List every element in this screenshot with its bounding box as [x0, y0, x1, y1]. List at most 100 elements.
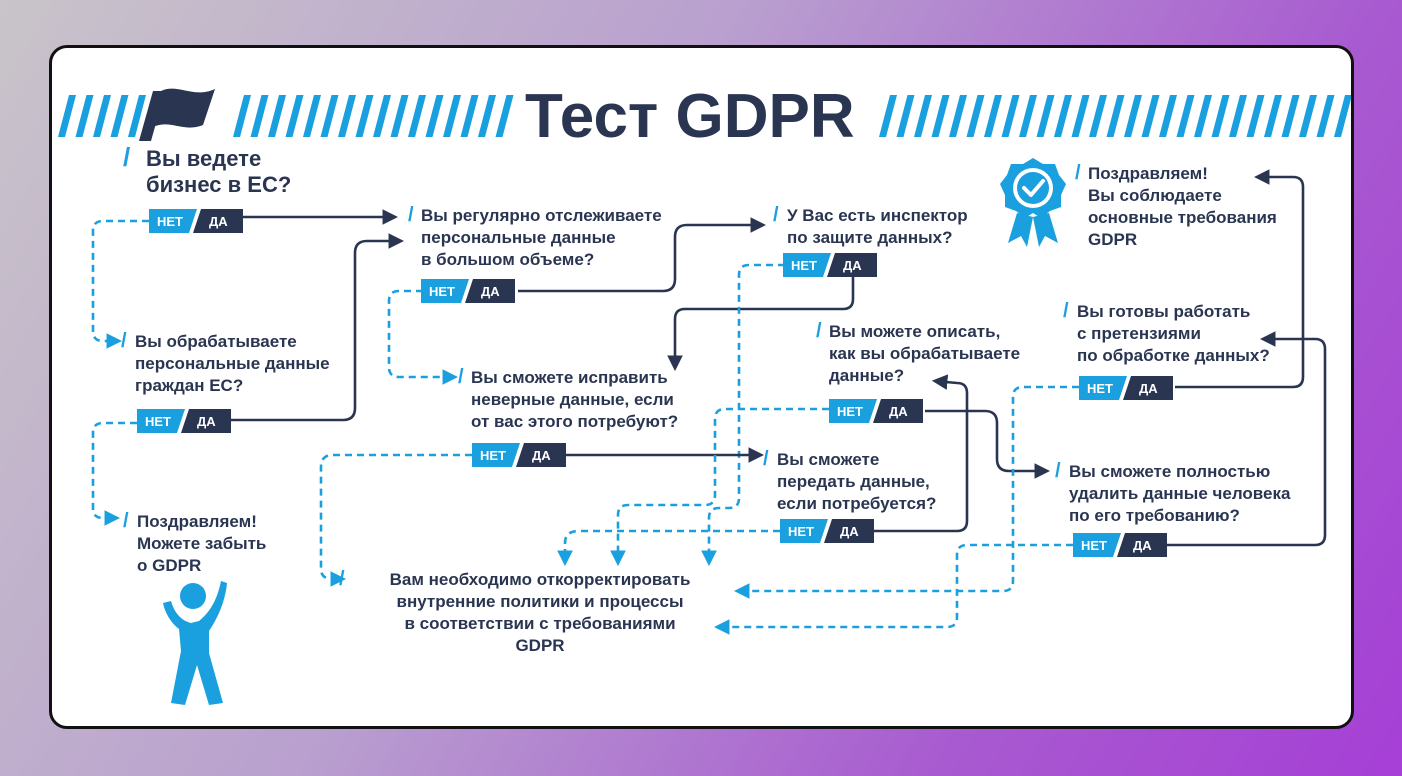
slash-marker: /: [1075, 162, 1081, 184]
node-q6: /Вы можете описать,как вы обрабатываетед…: [816, 320, 1020, 385]
q2-yes-button[interactable]: ДА: [181, 409, 231, 433]
q8-no-label: НЕТ: [1087, 381, 1113, 396]
q3-no-label: НЕТ: [429, 284, 455, 299]
node-q7-line-3: если потребуется?: [777, 494, 936, 513]
answer-pair-q1: НЕТ ДА: [149, 209, 243, 233]
q9-yes-button[interactable]: ДА: [1117, 533, 1167, 557]
stripe: [1036, 95, 1055, 137]
q5-no-label: НЕТ: [480, 448, 506, 463]
node-q6-line-3: данные?: [829, 366, 904, 385]
node-success-line-2: Вы соблюдаете: [1088, 186, 1222, 205]
stripe: [233, 95, 251, 137]
slash-marker: /: [121, 330, 127, 352]
q8-yes-label: ДА: [1139, 381, 1158, 396]
slash-marker: /: [123, 142, 130, 172]
title-stripes-right: [879, 95, 1351, 137]
q6-yes-label: ДА: [889, 404, 908, 419]
slash-marker: /: [1055, 460, 1061, 482]
q9-no-button[interactable]: НЕТ: [1073, 533, 1121, 557]
stripe: [408, 95, 426, 137]
node-q4-line-2: по защите данных?: [787, 228, 953, 247]
q3-yes-button[interactable]: ДА: [465, 279, 515, 303]
q7-yes-button[interactable]: ДА: [824, 519, 874, 543]
stripe: [1124, 95, 1142, 137]
node-q8-line-2: с претензиями: [1077, 324, 1201, 343]
connector-q6-no: [610, 407, 829, 567]
connector-q3-no: [387, 289, 459, 385]
q4-yes-button[interactable]: ДА: [827, 253, 877, 277]
stripe: [110, 95, 129, 137]
answer-pair-q7: НЕТ ДА: [780, 519, 874, 543]
node-q8-line-3: по обработке данных?: [1077, 346, 1270, 365]
stripe: [373, 95, 391, 137]
node-forget-line-3: о GDPR: [137, 556, 201, 575]
stripe: [75, 95, 94, 137]
stripe: [425, 95, 444, 137]
q8-yes-button[interactable]: ДА: [1123, 376, 1173, 400]
node-q9-line-1: Вы сможете полностью: [1069, 462, 1270, 481]
q3-no-button[interactable]: НЕТ: [421, 279, 469, 303]
q5-no-button[interactable]: НЕТ: [472, 443, 520, 467]
stripe: [1001, 95, 1020, 137]
q1-yes-button[interactable]: ДА: [193, 209, 243, 233]
flag-icon: [139, 88, 215, 141]
node-q7-line-2: передать данные,: [777, 472, 930, 491]
q8-no-button[interactable]: НЕТ: [1079, 376, 1127, 400]
node-fix-line-1: Вам необходимо откорректировать: [390, 570, 691, 589]
cheering-person-icon: [163, 581, 227, 705]
node-forget-line-2: Можете забыть: [137, 534, 266, 553]
stripe: [58, 95, 76, 137]
stripe: [1281, 95, 1300, 137]
stripe: [460, 95, 479, 137]
stripe: [879, 95, 897, 137]
stripe: [1176, 95, 1195, 137]
connector-q9-yes: [1166, 331, 1327, 547]
stripe: [896, 95, 915, 137]
q7-no-label: НЕТ: [788, 524, 814, 539]
slash-marker: /: [123, 510, 129, 532]
stripe: [128, 95, 146, 137]
q5-yes-button[interactable]: ДА: [516, 443, 566, 467]
stripe: [478, 95, 496, 137]
node-q2-line-1: Вы обрабатываете: [135, 332, 297, 351]
stripe: [966, 95, 985, 137]
stripe: [338, 95, 356, 137]
q7-no-button[interactable]: НЕТ: [780, 519, 828, 543]
stripe: [1211, 95, 1230, 137]
q1-no-button[interactable]: НЕТ: [149, 209, 197, 233]
stripe: [1141, 95, 1160, 137]
connector-q4-yes: [667, 275, 855, 372]
node-success-line-4: GDPR: [1088, 230, 1137, 249]
q6-no-button[interactable]: НЕТ: [829, 399, 877, 423]
q4-no-button[interactable]: НЕТ: [783, 253, 831, 277]
slash-marker: /: [763, 448, 769, 470]
node-q9-line-2: удалить данные человека: [1069, 484, 1291, 503]
q2-no-button[interactable]: НЕТ: [137, 409, 185, 433]
connector-q7-no: [557, 529, 780, 567]
node-success-line-3: основные требования: [1088, 208, 1277, 227]
q3-yes-label: ДА: [481, 284, 500, 299]
stripe: [1246, 95, 1265, 137]
stripe: [355, 95, 374, 137]
connector-q9-no: [713, 543, 1073, 635]
page-title: Тест GDPR: [525, 82, 855, 151]
stripe: [303, 95, 321, 137]
node-q9: / Вы сможете полностью удалить данные чело…: [1055, 460, 1291, 525]
q6-yes-button[interactable]: ДА: [873, 399, 923, 423]
stripe: [1159, 95, 1177, 137]
q1-no-label: НЕТ: [157, 214, 183, 229]
stripe: [931, 95, 950, 137]
q5-yes-label: ДА: [532, 448, 551, 463]
q4-yes-label: ДА: [843, 258, 862, 273]
slash-marker: /: [1063, 300, 1069, 322]
stripe: [1299, 95, 1317, 137]
node-q2-line-3: граждан ЕС?: [135, 376, 243, 395]
stripe: [268, 95, 286, 137]
stripe: [914, 95, 932, 137]
